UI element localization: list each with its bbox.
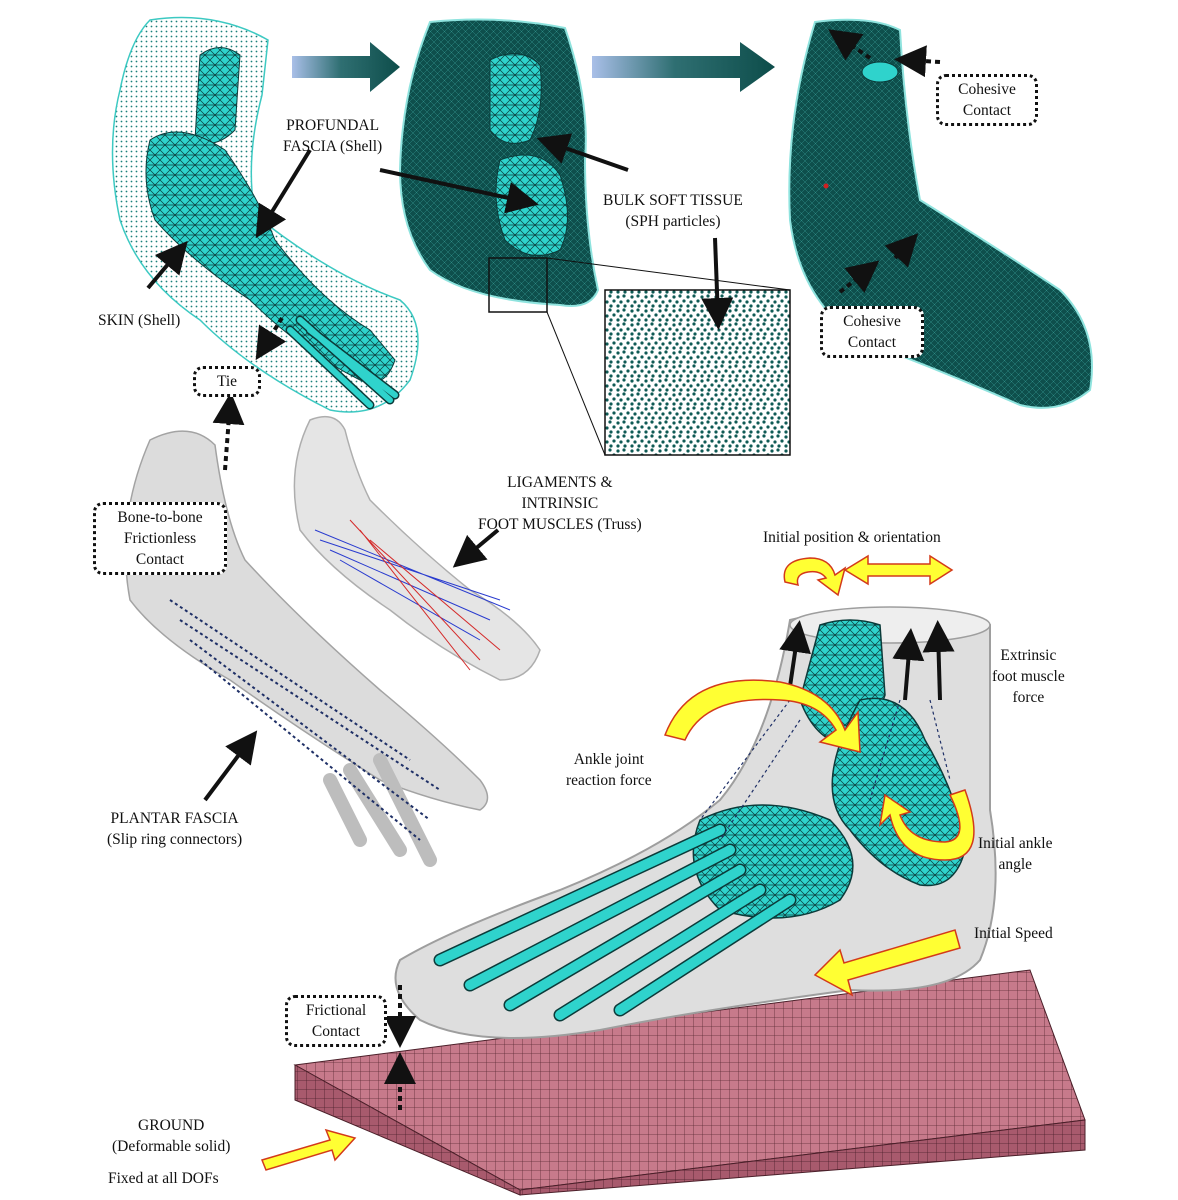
rotation-arrow — [783, 557, 847, 597]
foot-bones-mesh — [433, 619, 966, 1022]
bones-cyan-top — [145, 47, 400, 410]
process-arrow-2 — [592, 42, 775, 92]
soft-tissue-foot — [398, 18, 791, 456]
ground-fixed-arrow — [260, 1128, 357, 1171]
label-initial-speed: Initial Speed — [974, 925, 1053, 942]
contact-dotted-arrows — [212, 29, 941, 1110]
ankle-angle-arrow — [878, 789, 975, 861]
pointer-arrows — [146, 133, 734, 802]
initial-speed-arrow — [813, 929, 961, 997]
label-initial-position: Initial position & orientation — [763, 529, 941, 546]
process-arrow-1 — [292, 42, 400, 92]
sph-particles-zoom — [604, 289, 791, 456]
bones-ligaments-right — [293, 415, 541, 681]
label-ground: GROUND(Deformable solid) — [112, 1117, 231, 1155]
box-tie: Tie — [193, 366, 261, 397]
ground-slab — [293, 969, 1086, 1196]
label-bulk-soft-tissue: BULK SOFT TISSUE(SPH particles) — [603, 192, 743, 230]
translation-arrow — [843, 554, 954, 586]
label-plantar-fascia: PLANTAR FASCIA(Slip ring connectors) — [107, 810, 243, 848]
ankle-reaction-arrow — [663, 679, 861, 753]
label-skin: SKIN (Shell) — [98, 312, 181, 329]
label-fixed-dofs: Fixed at all DOFs — [108, 1170, 219, 1187]
